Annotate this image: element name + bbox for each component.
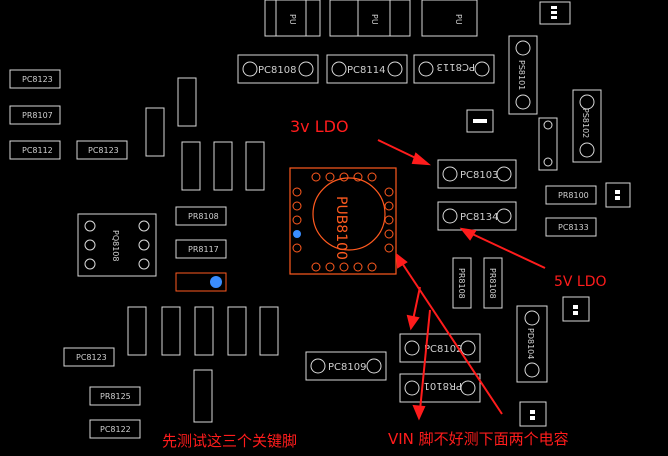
res-453-label: PR8108 [457,268,466,299]
selected-resistor-pin[interactable] [210,276,222,288]
res-539[interactable] [538,117,558,171]
lr-10: PC8122 [100,425,131,434]
res-484[interactable] [483,257,503,309]
top-label-2: PU [370,14,379,25]
left-resistors[interactable] [9,69,227,439]
small-part-520[interactable] [519,401,547,427]
pd8104-label: PD8104 [526,328,535,359]
annotation-vin: VIN 脚不好测下面两个电容 [388,430,569,448]
pc8108-label[interactable]: PC8108 [258,65,296,76]
pc8113-label[interactable]: PC8113 [437,61,475,72]
pc8114-label[interactable]: PC8114 [347,65,385,76]
vertical-parts[interactable] [127,77,279,423]
pub8100-pin1[interactable] [293,230,301,238]
pc8103-label: PC8103 [460,170,498,181]
small-part-467[interactable] [466,109,494,133]
lr-3: PC8112 [22,146,53,155]
pc8134[interactable] [437,201,517,231]
pq8108-label: PQ8108 [111,230,120,261]
annotation-5v-ldo: 5V LDO [554,274,607,290]
ps8102[interactable] [572,89,602,163]
pq8108[interactable] [77,213,157,277]
lr-6: PR8117 [188,245,219,254]
pd8104[interactable] [516,305,548,383]
top-label-3: PU [454,14,463,25]
pc8134-label: PC8134 [460,212,498,223]
lr-4: PC8123 [88,146,119,155]
pub8100-pads [292,172,394,272]
top-component-1[interactable] [264,0,478,37]
pc8109[interactable] [305,351,387,381]
annotation-3v-ldo: 3v LDO [290,117,349,136]
small-part-563[interactable] [562,296,590,322]
top-label-1: PU [288,14,297,25]
pr8101[interactable] [399,373,481,403]
res-453[interactable] [452,257,472,309]
pr8101-label: PR8101 [424,380,462,391]
small-part-tr[interactable] [539,1,571,25]
lr-8: PC8123 [76,353,107,362]
lr-2: PR8107 [22,111,53,120]
lr-9: PR8125 [100,392,131,401]
pr-546-218[interactable] [545,217,597,237]
pub8100-ring [312,177,386,251]
lr-5: PR8108 [188,212,219,221]
ps8101[interactable] [508,35,538,115]
ps8101-label: PS8101 [517,60,526,90]
pr8100-label: PR8100 [558,191,589,200]
pub8100-label: PUB8100 [333,196,349,260]
pc8102[interactable] [399,333,481,363]
pc8102-label: PC8102 [424,344,462,355]
annotation-arrows [377,139,546,421]
selected-resistor[interactable] [175,272,227,292]
pc8103[interactable] [437,159,517,189]
lr-1: PC8123 [22,75,53,84]
pc8109-label: PC8109 [328,362,366,373]
small-part-606[interactable] [605,182,631,208]
res-484-label: PR8108 [488,268,497,299]
pub8100-ic[interactable] [289,167,397,275]
small-part-tr-pads [551,6,557,19]
ps8102-label: PS8102 [581,108,590,138]
pc8133-label: PC8133 [558,223,589,232]
pr8100[interactable] [545,185,597,205]
annotation-test-pins: 先测试这三个关键脚 [162,432,297,450]
